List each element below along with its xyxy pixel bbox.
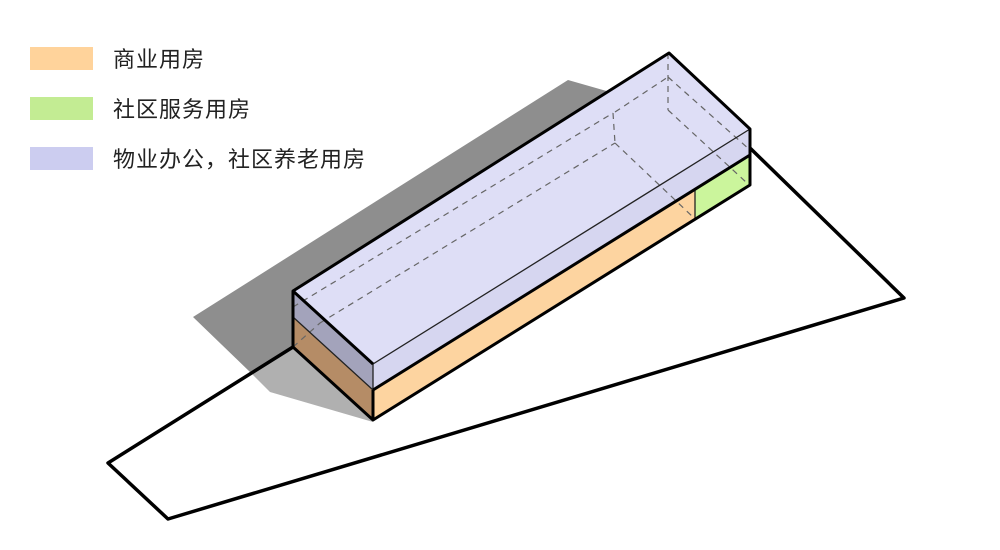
office-top-face <box>293 53 750 364</box>
legend-swatch-commercial <box>30 46 93 70</box>
legend-item-commercial: 商业用房 <box>30 33 366 83</box>
building-shadow-ground <box>250 347 373 422</box>
commercial-front-face <box>373 188 695 420</box>
legend-label: 商业用房 <box>113 48 206 73</box>
community-service-face <box>695 155 750 219</box>
legend-label: 物业办公，社区养老用房 <box>113 148 367 173</box>
office-front-face <box>373 129 750 390</box>
thin-edges <box>292 128 751 391</box>
legend-label: 社区服务用房 <box>113 98 252 123</box>
legend-swatch-office-elderly-care <box>30 146 93 170</box>
legend-swatch-community-service <box>30 96 93 120</box>
legend-item-community-service: 社区服务用房 <box>30 83 366 133</box>
legend-item-office-elderly-care: 物业办公，社区养老用房 <box>30 133 366 183</box>
commercial-side-face <box>293 317 373 420</box>
legend: 商业用房 社区服务用房 物业办公，社区养老用房 <box>30 33 366 183</box>
building-shadow <box>193 80 610 372</box>
site-boundary <box>106 146 906 521</box>
office-side-face <box>293 291 373 390</box>
building-outline <box>291 51 752 422</box>
